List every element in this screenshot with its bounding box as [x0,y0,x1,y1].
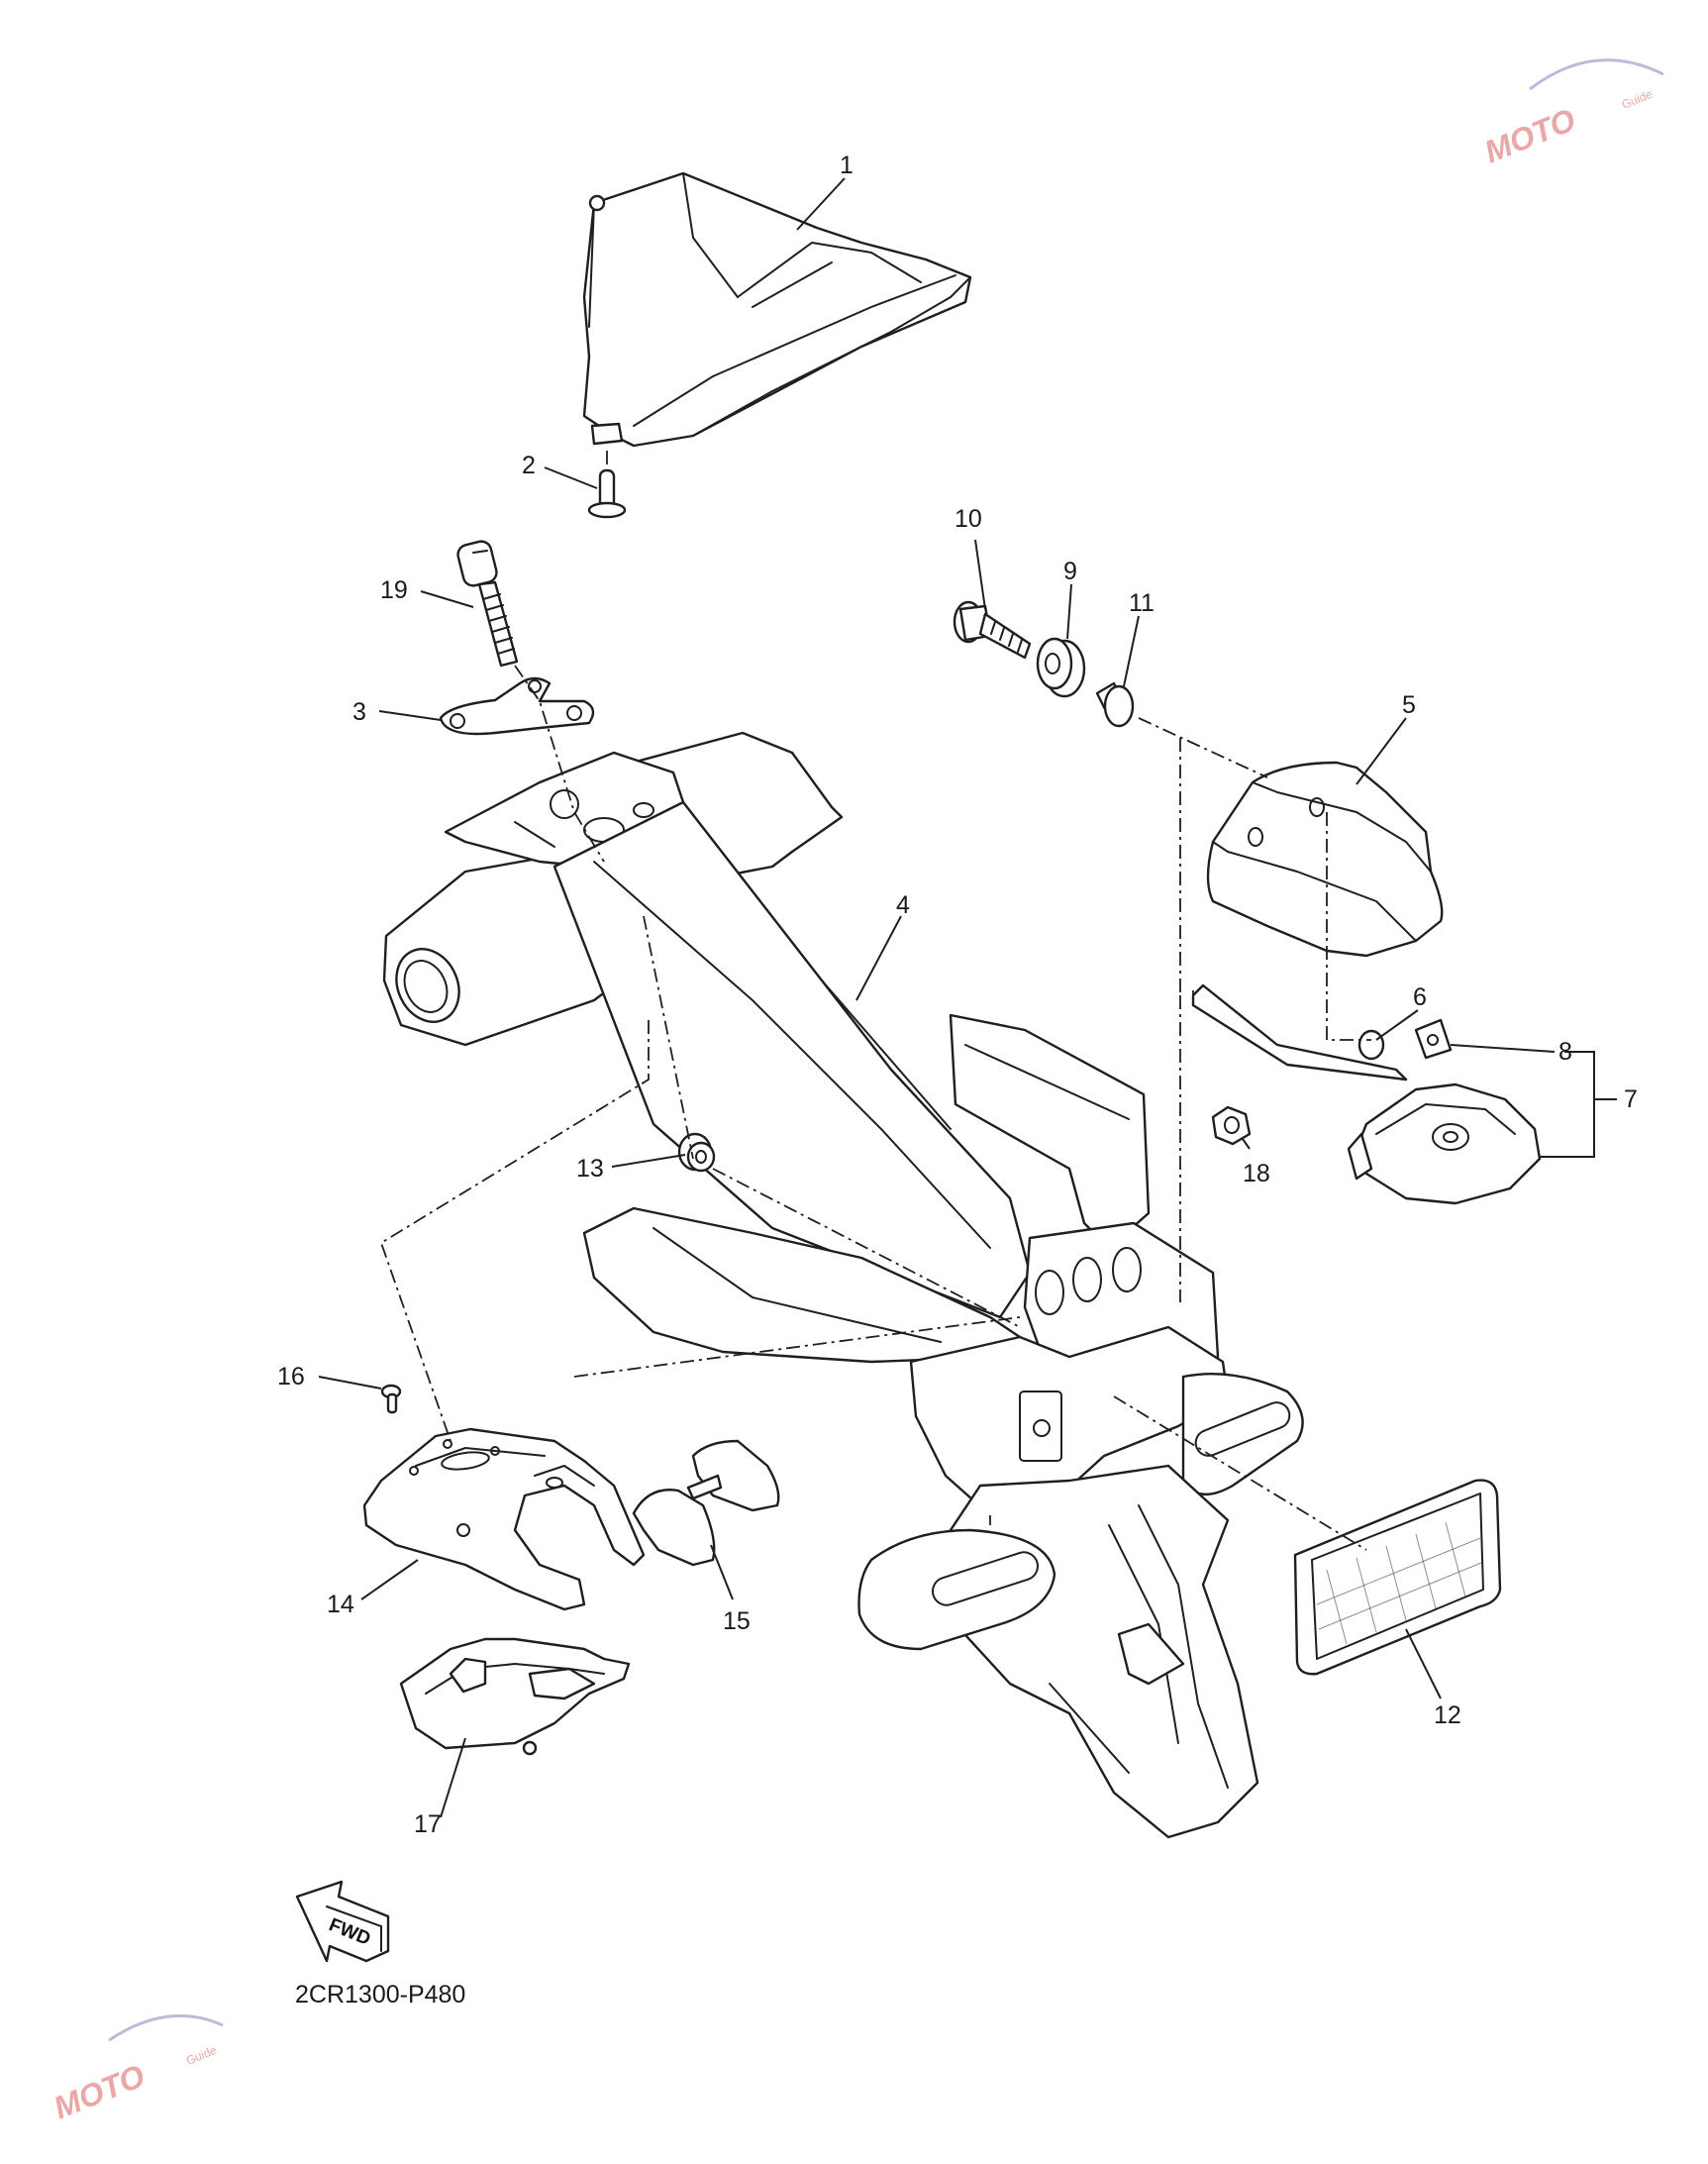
part-16-screw [380,1384,402,1414]
callout-2: 2 [522,452,536,479]
watermark-brand: MOTO [1479,101,1580,169]
part-10-bolt [953,600,1032,660]
fwd-arrow-icon: FWD [295,1880,390,1963]
callout-7: 7 [1624,1085,1638,1113]
part-6-nut [1357,1029,1385,1061]
part-8-clip [1414,1018,1453,1060]
callout-10: 10 [954,505,982,533]
part-9-grommet [1036,637,1086,698]
callout-19: 19 [380,576,408,604]
callout-8: 8 [1558,1038,1572,1066]
watermark-sub: Guide [1620,87,1655,112]
callout-9: 9 [1063,558,1077,585]
callout-1: 1 [840,152,854,179]
watermark-bottom-left: MOTO Guide [49,2013,224,2125]
part-19-bolt [456,540,519,668]
part-17-bracket [399,1637,631,1756]
callout-6: 6 [1413,983,1427,1011]
part-2-rivet [587,468,627,519]
assembly-lines [379,451,1371,1551]
watermark-brand: MOTO [49,2057,150,2125]
reflector-hatch [1316,1521,1482,1645]
part-4-bracket [382,731,1304,1839]
callout-17: 17 [414,1810,442,1838]
callout-3: 3 [352,698,366,726]
part-18-nut [1211,1105,1252,1146]
cover-pin [588,194,606,212]
callout-labels: 1 2 3 4 5 6 7 8 9 10 11 12 13 14 15 16 1… [277,152,1638,1838]
part-15-holder [632,1439,780,1567]
part-1-cover [582,171,972,448]
part-14-bracket [362,1427,646,1611]
callout-11: 11 [1129,589,1155,617]
part-11-collar [1095,681,1135,728]
callout-5: 5 [1402,691,1416,719]
part-12-reflector [1293,1479,1502,1676]
part-13-collar [677,1132,716,1173]
part-3-plate [439,676,595,736]
callout-12: 12 [1434,1701,1461,1729]
callout-14: 14 [327,1591,354,1618]
watermark-top-right: MOTO Guide [1479,58,1664,169]
leader-lines [318,177,1617,1818]
callout-4: 4 [896,891,910,919]
callout-18: 18 [1243,1160,1270,1187]
diagram-code: 2CR1300-P480 [295,1981,465,2009]
callout-13: 13 [576,1155,604,1183]
part-7-light-unit [1191,983,1542,1205]
part-5-lens [1206,761,1444,958]
watermark-sub: Guide [184,2043,219,2068]
callout-16: 16 [277,1363,305,1391]
callout-15: 15 [723,1607,751,1635]
